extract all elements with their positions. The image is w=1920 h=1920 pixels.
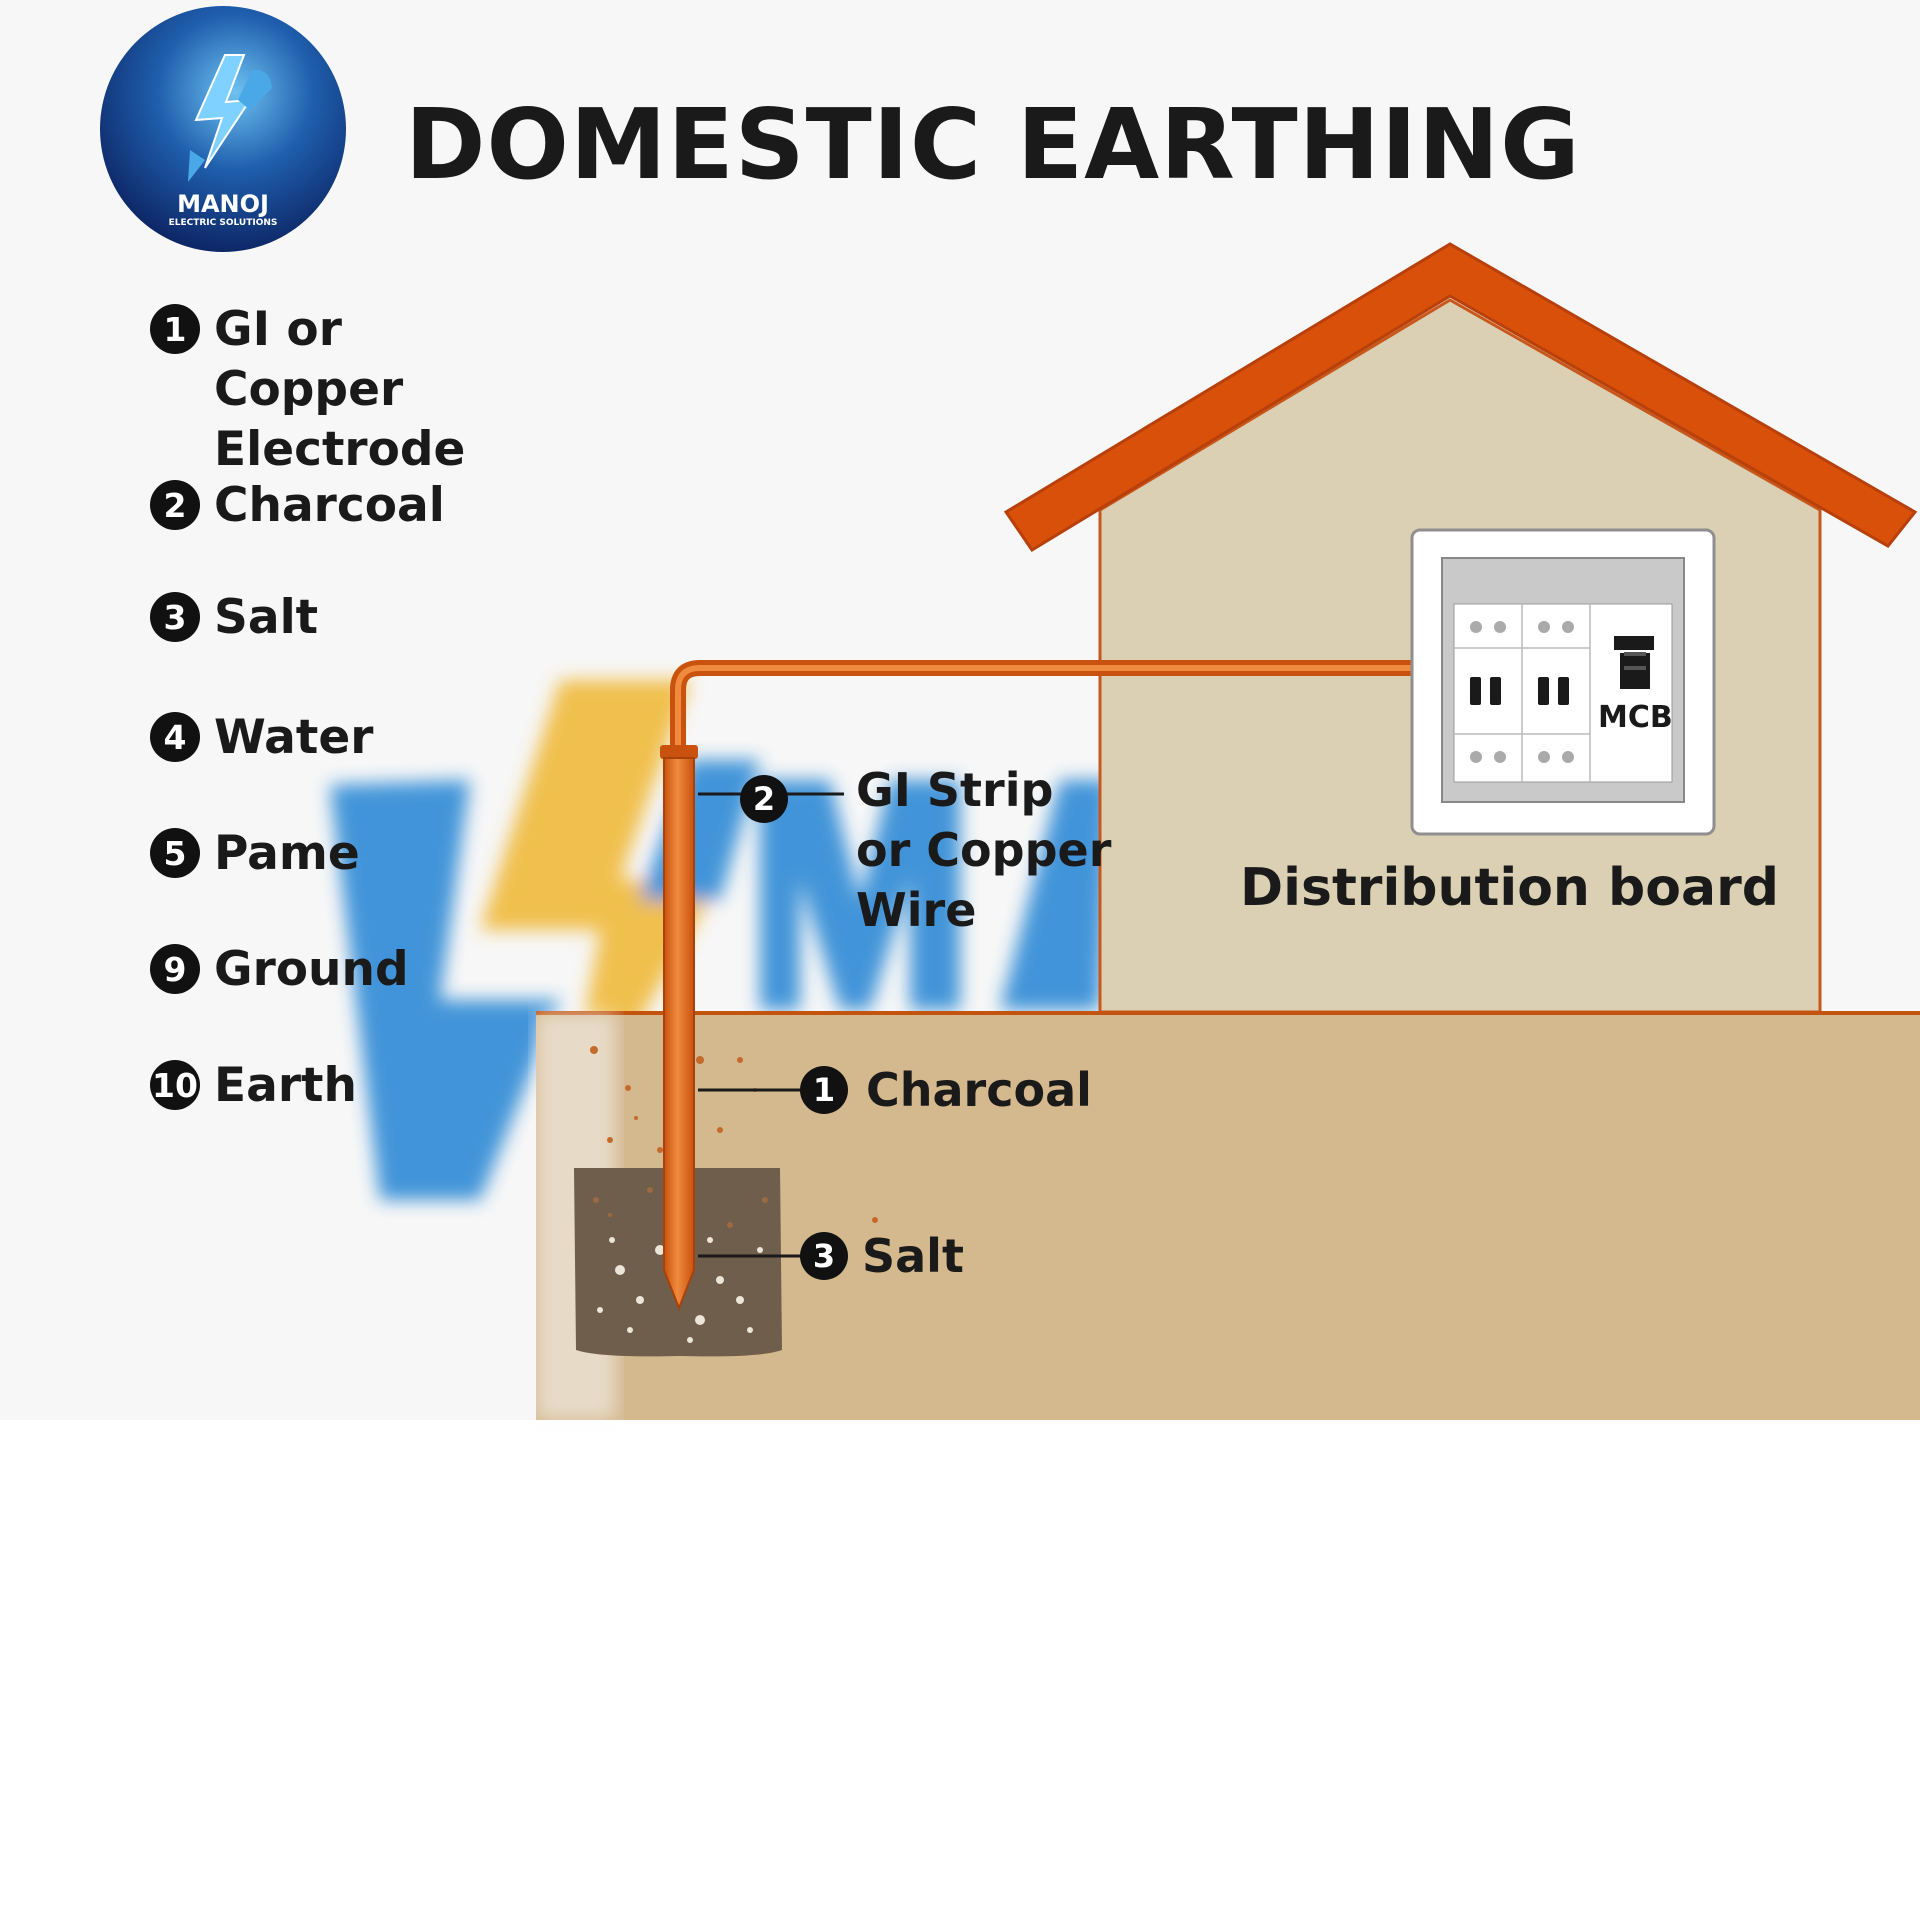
breaker-switches bbox=[1470, 677, 1569, 705]
legend-item: 10 Earth bbox=[150, 1056, 357, 1116]
logo-bolt-icon bbox=[188, 54, 272, 182]
legend-item: 5 Pame bbox=[150, 824, 360, 884]
strip-callout-badge: 2 bbox=[740, 775, 788, 823]
legend-number-badge: 5 bbox=[150, 828, 200, 878]
legend-label: Earth bbox=[214, 1058, 357, 1113]
legend-number-badge: 10 bbox=[150, 1060, 200, 1110]
legend-number-badge: 1 bbox=[150, 304, 200, 354]
legend-number-badge: 2 bbox=[150, 480, 200, 530]
legend-item: 3 Salt bbox=[150, 588, 318, 648]
legend-item: 1 GI or Copper Electrode bbox=[150, 300, 465, 480]
legend-number-badge: 4 bbox=[150, 712, 200, 762]
charcoal-callout-badge: 1 bbox=[800, 1066, 848, 1114]
logo-brand-tagline: ELECTRIC SOLUTIONS bbox=[168, 218, 278, 228]
legend-label: Water bbox=[214, 710, 374, 765]
electrode-cap bbox=[660, 745, 698, 759]
earthing-wire-highlight bbox=[675, 665, 1416, 760]
salt-callout-badge: 3 bbox=[800, 1232, 848, 1280]
legend-label: Salt bbox=[214, 590, 319, 645]
charcoal-bits bbox=[593, 1187, 768, 1228]
charcoal-callout-label: Charcoal bbox=[866, 1063, 1092, 1117]
legend-item: 2 Charcoal bbox=[150, 476, 445, 536]
strip-callout-label: GI Strip or Copper Wire bbox=[856, 763, 1112, 937]
logo-brand-name: MANOJ bbox=[177, 190, 269, 218]
legend-label: Pame bbox=[214, 826, 360, 881]
legend-label: Ground bbox=[214, 942, 409, 997]
legend-label: GI or Copper Electrode bbox=[214, 302, 466, 477]
electrode-rod bbox=[663, 757, 695, 1311]
roof bbox=[1003, 242, 1918, 553]
mcb-icon bbox=[1614, 636, 1654, 689]
legend-number-badge: 9 bbox=[150, 944, 200, 994]
legend-item: 4 Water bbox=[150, 708, 373, 768]
page-title: DOMESTIC EARTHING bbox=[405, 88, 1581, 201]
salt-callout-label: Salt bbox=[862, 1229, 964, 1283]
legend-label: Charcoal bbox=[214, 478, 445, 533]
db-terminals bbox=[1470, 621, 1574, 763]
mcb-label: MCB bbox=[1598, 700, 1673, 735]
distribution-board-label: Distribution board bbox=[1240, 858, 1779, 918]
legend-number-badge: 3 bbox=[150, 592, 200, 642]
legend-item: 9 Ground bbox=[150, 940, 409, 1000]
